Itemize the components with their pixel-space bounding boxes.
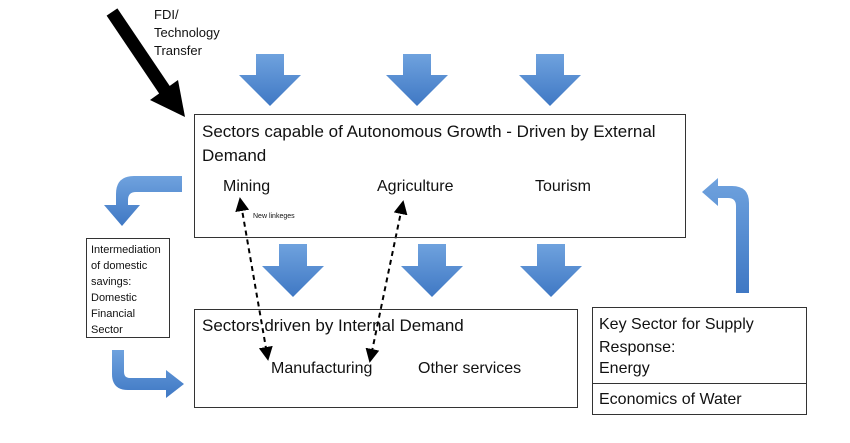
- fdi-label: FDI/ Technology Transfer: [154, 6, 244, 60]
- external-demand-title-line-1: Sectors capable of Autonomous Growth - D…: [202, 122, 656, 141]
- right-bent-arrow: [702, 178, 749, 293]
- linkage-arrow-agriculture-manufacturing: [365, 200, 408, 363]
- sector-manufacturing: Manufacturing: [271, 360, 373, 377]
- financial-sector-box: [86, 238, 170, 338]
- top-down-arrow-1: [239, 54, 301, 106]
- external-demand-box: [194, 114, 686, 238]
- energy-box-value: Energy: [599, 360, 650, 377]
- new-linkages-note: New linkeges: [253, 213, 295, 220]
- sector-other-services: Other services: [418, 360, 522, 377]
- sector-agriculture: Agriculture: [377, 178, 454, 195]
- linkage-arrow-mining-manufacturing: [235, 197, 273, 361]
- top-down-arrow-2: [386, 54, 448, 106]
- lower-left-bent-arrow: [112, 350, 184, 398]
- external-demand-title-line-2: Demand: [202, 146, 267, 165]
- left-bent-arrow: [104, 176, 182, 226]
- top-down-arrow-3: [519, 54, 581, 106]
- energy-box: [592, 307, 807, 415]
- energy-box-divider: [592, 383, 807, 384]
- energy-box-water: Economics of Water: [599, 391, 742, 408]
- sector-mining: Mining: [223, 178, 271, 195]
- internal-demand-title: Sectors driven by Internal Demand: [202, 316, 464, 335]
- middle-down-arrow-1: [262, 244, 324, 297]
- fdi-label-line-3: Transfer: [154, 43, 202, 58]
- middle-down-arrow-2: [401, 244, 463, 297]
- financial-sector-text: Intermediation of domestic savings: Dome…: [91, 244, 161, 336]
- middle-down-arrow-3: [520, 244, 582, 297]
- fdi-label-line-2: Technology: [154, 25, 220, 40]
- internal-demand-box: [194, 309, 578, 408]
- sector-tourism: Tourism: [535, 178, 592, 195]
- fdi-label-line-1: FDI/: [154, 7, 179, 22]
- energy-box-title: Key Sector for Supply Response:: [599, 316, 754, 356]
- fdi-arrow: [106, 8, 185, 117]
